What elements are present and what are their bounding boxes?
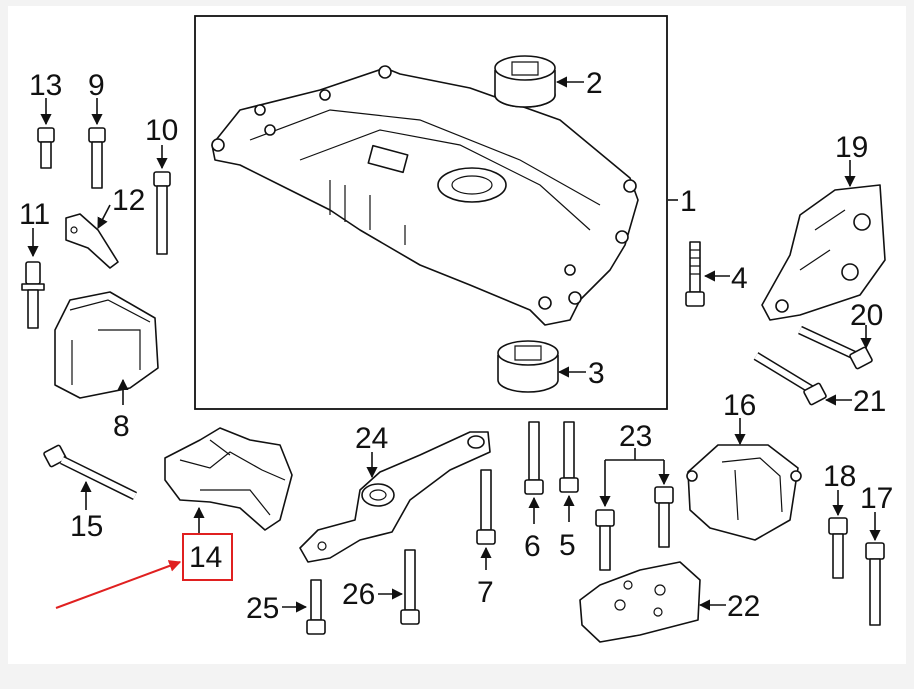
bushing-upper	[494, 55, 556, 108]
callout-11: 11	[19, 198, 50, 231]
callout-3: 3	[588, 357, 605, 390]
callout-22: 22	[727, 590, 760, 623]
engine-mount-8	[54, 291, 159, 399]
callout-15: 15	[70, 510, 103, 543]
subframe-crossmember	[211, 65, 639, 326]
bolt-20	[798, 325, 873, 370]
callout-7: 7	[477, 576, 494, 609]
bolt-23a	[595, 509, 615, 571]
callout-10: 10	[145, 114, 178, 147]
callout-1: 1	[680, 185, 697, 218]
bolt-10	[153, 171, 171, 255]
red-pointer-arrow	[55, 560, 182, 609]
bolt-13	[37, 127, 55, 169]
callout-9: 9	[88, 69, 105, 102]
leader-line-23	[599, 448, 670, 508]
callout-12: 12	[112, 184, 145, 217]
bracket-12	[65, 213, 119, 269]
bracket-19	[761, 184, 886, 321]
callout-8: 8	[113, 410, 130, 443]
callout-21: 21	[853, 385, 886, 418]
callout-25: 25	[246, 592, 279, 625]
bolt-7	[476, 469, 496, 545]
callout-19: 19	[835, 131, 868, 164]
bolt-15	[43, 444, 137, 501]
bolt-21	[753, 352, 827, 406]
callout-4: 4	[731, 262, 748, 295]
leader-line-12	[97, 204, 111, 229]
callout-2: 2	[586, 67, 603, 100]
bolt-17	[865, 542, 885, 626]
callout-16: 16	[723, 389, 756, 422]
callout-24: 24	[355, 422, 388, 455]
callout-17: 17	[860, 482, 893, 515]
subframe-group-box	[194, 15, 668, 410]
callout-18: 18	[823, 460, 856, 493]
bolt-25	[306, 579, 326, 635]
callout-6: 6	[524, 530, 541, 563]
callout-14: 14	[189, 541, 222, 574]
bolt-23b	[654, 486, 674, 548]
callout-13: 13	[29, 69, 62, 102]
bolt-26	[400, 549, 420, 625]
bolt-11	[21, 261, 45, 329]
callout-20: 20	[850, 299, 883, 332]
bushing-lower	[497, 340, 559, 393]
bolt-5	[559, 421, 579, 493]
callout-5: 5	[559, 529, 576, 562]
highlight-box-14	[182, 533, 233, 581]
torque-arm-24	[299, 431, 491, 563]
bolt-18	[828, 517, 848, 579]
transmission-mount-14	[164, 427, 293, 531]
mount-16	[686, 444, 802, 541]
callout-23: 23	[619, 420, 652, 453]
callout-26: 26	[342, 578, 375, 611]
bolt-6	[524, 421, 544, 495]
bolt-9	[88, 127, 106, 189]
bolt-4	[685, 241, 705, 307]
